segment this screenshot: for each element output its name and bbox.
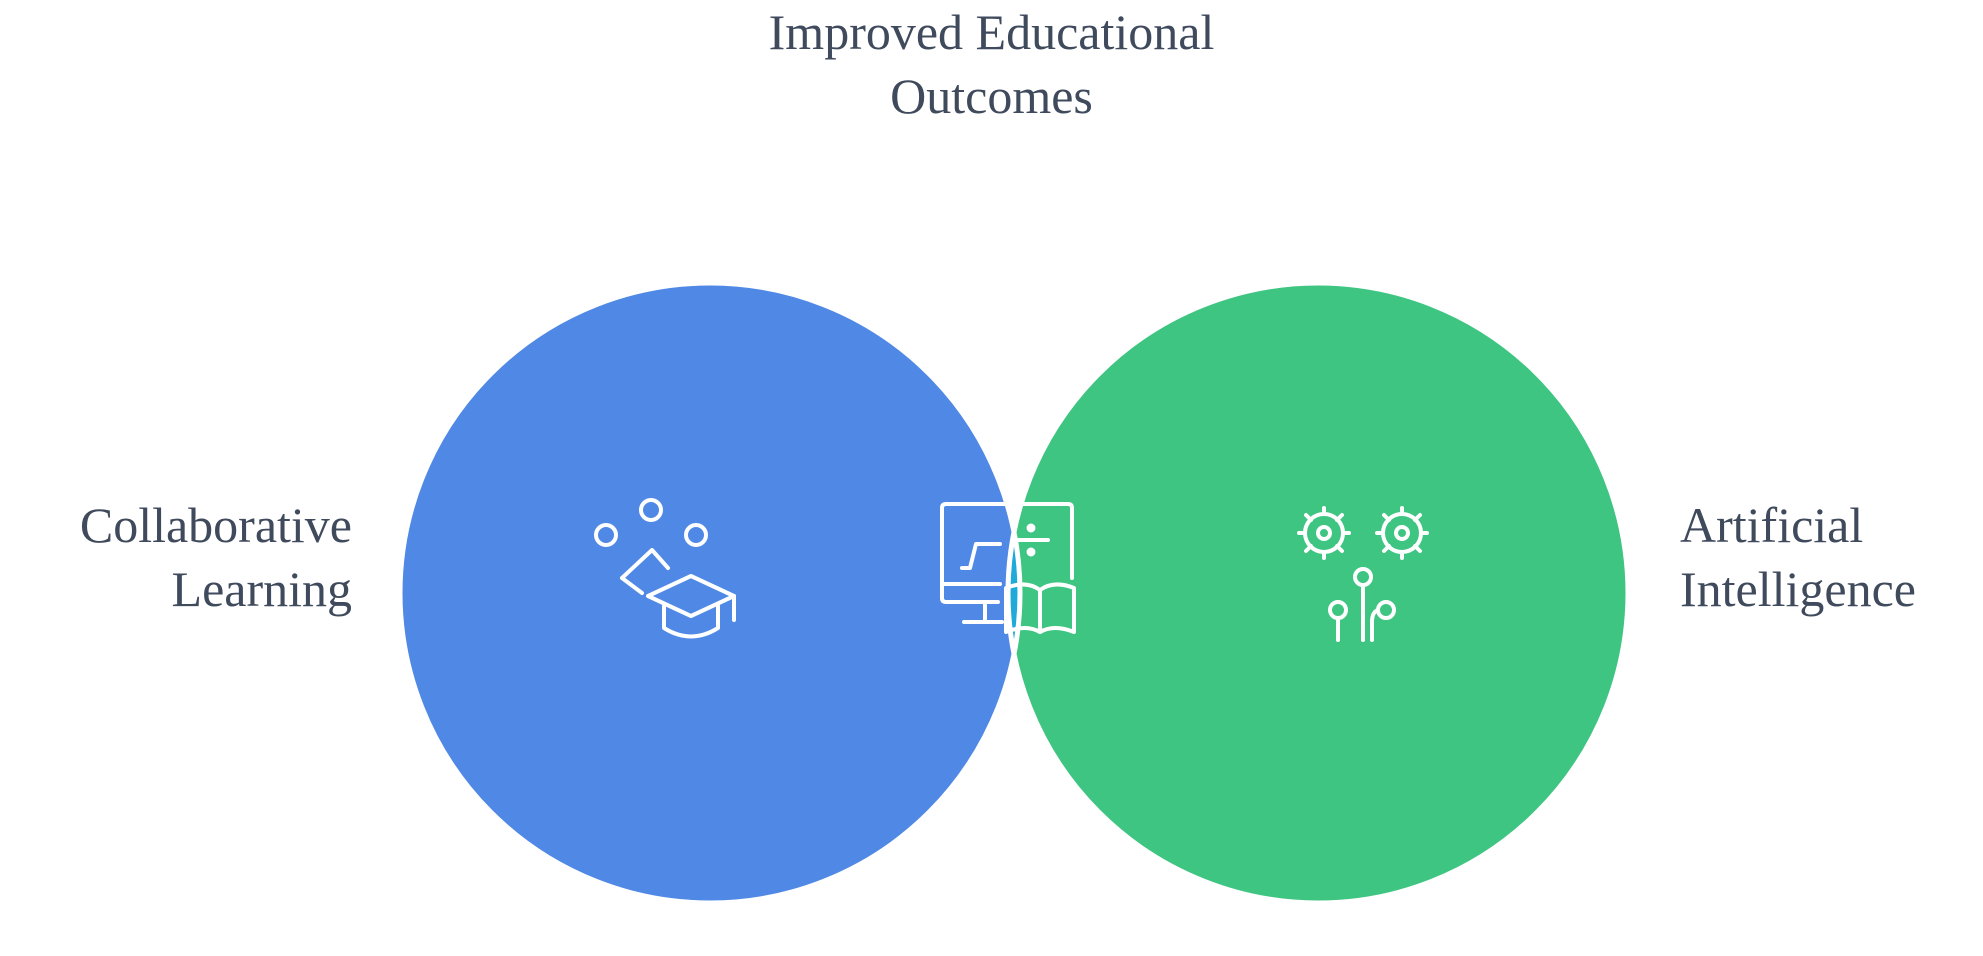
label-line: Outcomes: [890, 68, 1093, 124]
gears-circuit-icon: [1297, 506, 1429, 642]
label-line: Learning: [171, 561, 352, 617]
collaborative-learning-label: Collaborative Learning: [0, 493, 352, 621]
artificial-intelligence-circle: [1008, 283, 1628, 903]
artificial-intelligence-label: Artificial Intelligence: [1680, 493, 1983, 621]
label-line: Improved Educational: [768, 4, 1215, 60]
label-line: Collaborative: [79, 497, 352, 553]
label-line: Intelligence: [1680, 561, 1916, 617]
collaborative-learning-outline: [397, 280, 1023, 906]
computer-math-book-icon: [940, 502, 1076, 634]
label-line: Artificial: [1680, 497, 1864, 553]
people-graduation-cap-icon: [594, 498, 736, 639]
improved-educational-outcomes-label: Improved Educational Outcomes: [0, 0, 1983, 128]
collaborative-learning-circle: [400, 283, 1020, 903]
